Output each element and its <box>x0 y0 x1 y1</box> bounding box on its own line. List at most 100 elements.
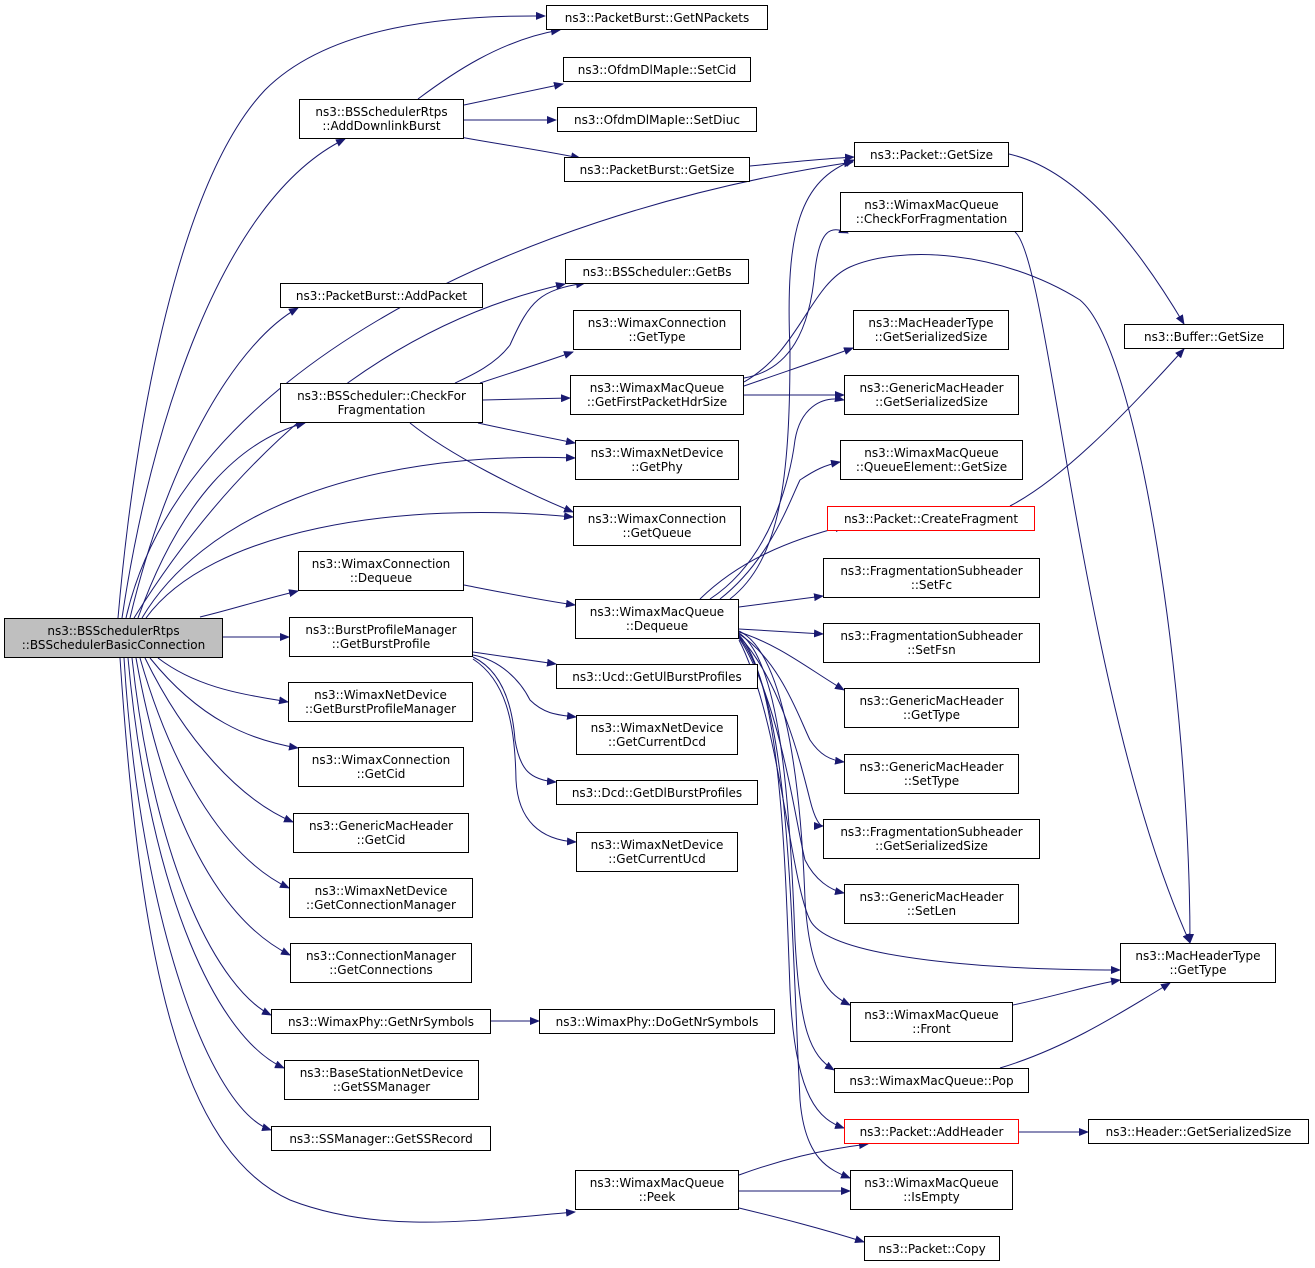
node-packet-copy[interactable]: ns3::Packet::Copy <box>864 1236 1000 1261</box>
node-gmh-set-type[interactable]: ns3::GenericMacHeader::SetType <box>844 754 1019 794</box>
call-edge <box>738 631 845 691</box>
call-edge <box>709 394 845 600</box>
node-wc-dequeue[interactable]: ns3::WimaxConnection::Dequeue <box>298 551 464 591</box>
node-mht-get-type[interactable]: ns3::MacHeaderType::GetType <box>1120 943 1276 983</box>
call-edge <box>121 138 346 619</box>
call-edge <box>1014 231 1191 944</box>
call-edge <box>145 511 574 619</box>
node-ofdm-set-diuc[interactable]: ns3::OfdmDlMapIe::SetDiuc <box>557 107 757 132</box>
call-edge <box>199 589 299 618</box>
node-fs-set-fc[interactable]: ns3::FragmentationSubheader::SetFc <box>823 558 1040 598</box>
call-edge <box>738 635 824 830</box>
node-wmq-dequeue[interactable]: ns3::WimaxMacQueue::Dequeue <box>575 599 739 639</box>
call-edge <box>738 1207 865 1244</box>
call-edge <box>125 159 854 619</box>
node-wmq-first-hdr-size[interactable]: ns3::WimaxMacQueue::GetFirstPacketHdrSiz… <box>570 375 744 415</box>
call-edge <box>738 636 851 1179</box>
node-wmq-peek[interactable]: ns3::WimaxMacQueue::Peek <box>575 1170 739 1210</box>
node-add-downlink-burst[interactable]: ns3::BSSchedulerRtps::AddDownlinkBurst <box>299 99 464 139</box>
call-edge <box>1012 977 1121 1006</box>
node-root: ns3::BSSchedulerRtps::BSSchedulerBasicCo… <box>4 618 223 658</box>
node-wc-get-type[interactable]: ns3::WimaxConnection::GetType <box>573 310 741 350</box>
node-buffer-get-size[interactable]: ns3::Buffer::GetSize <box>1124 324 1284 349</box>
node-bsnd-get-ss-manager[interactable]: ns3::BaseStationNetDevice::GetSSManager <box>284 1060 479 1100</box>
node-wnd-get-phy[interactable]: ns3::WimaxNetDevice::GetPhy <box>575 440 739 480</box>
call-edge <box>129 307 299 619</box>
call-edge <box>409 422 574 513</box>
node-wc-get-cid[interactable]: ns3::WimaxConnection::GetCid <box>298 747 464 787</box>
call-edge <box>119 657 576 1223</box>
node-wc-get-queue[interactable]: ns3::WimaxConnection::GetQueue <box>573 506 741 546</box>
node-packet-add-header[interactable]: ns3::Packet::AddHeader <box>844 1119 1019 1144</box>
call-edge <box>482 394 571 403</box>
node-bs-get-bs[interactable]: ns3::BSScheduler::GetBs <box>565 259 749 284</box>
node-wnd-current-dcd[interactable]: ns3::WimaxNetDevice::GetCurrentDcd <box>576 715 738 755</box>
call-edge <box>719 459 841 600</box>
node-wmq-is-empty[interactable]: ns3::WimaxMacQueue::IsEmpty <box>850 1170 1013 1210</box>
call-edge <box>479 351 574 384</box>
call-edge <box>141 453 576 619</box>
call-edge <box>738 632 835 1071</box>
call-edge <box>699 524 845 600</box>
call-edge <box>144 657 294 823</box>
node-pb-get-size[interactable]: ns3::PacketBurst::GetSize <box>564 157 750 182</box>
call-edge <box>417 27 561 100</box>
call-edge <box>738 593 824 608</box>
node-wnd-current-ucd[interactable]: ns3::WimaxNetDevice::GetCurrentUcd <box>576 832 738 872</box>
call-edge <box>729 159 855 600</box>
call-edge <box>463 81 564 106</box>
node-wnd-get-bpm[interactable]: ns3::WimaxNetDevice::GetBurstProfileMana… <box>288 682 473 722</box>
node-wnd-get-conn-mgr[interactable]: ns3::WimaxNetDevice::GetConnectionManage… <box>289 878 473 918</box>
node-wmq-qe-get-size[interactable]: ns3::WimaxMacQueue::QueueElement::GetSiz… <box>840 440 1023 480</box>
call-edge <box>472 656 557 786</box>
node-wp-get-nr-symbols[interactable]: ns3::WimaxPhy::GetNrSymbols <box>271 1009 491 1034</box>
node-wmq-check-frag[interactable]: ns3::WimaxMacQueue::CheckForFragmentatio… <box>840 192 1023 232</box>
node-ssm-get-ss-record[interactable]: ns3::SSManager::GetSSRecord <box>271 1126 491 1151</box>
call-edge <box>743 347 854 387</box>
call-edge <box>1009 348 1185 507</box>
call-edge <box>454 280 586 384</box>
call-edge <box>738 633 845 765</box>
node-wmq-pop[interactable]: ns3::WimaxMacQueue::Pop <box>834 1068 1029 1093</box>
call-edge <box>454 135 581 161</box>
call-edge <box>131 657 272 1016</box>
node-ucd-get-ul[interactable]: ns3::Ucd::GetUlBurstProfiles <box>556 664 758 689</box>
node-gmh-get-type[interactable]: ns3::GenericMacHeader::GetType <box>844 688 1019 728</box>
node-gmh-get-serialized-size[interactable]: ns3::GenericMacHeader::GetSerializedSize <box>844 375 1019 415</box>
node-fs-set-fsn[interactable]: ns3::FragmentationSubheader::SetFsn <box>823 623 1040 663</box>
call-edge <box>477 422 576 446</box>
node-pb-add-packet[interactable]: ns3::PacketBurst::AddPacket <box>280 283 483 308</box>
node-pb-get-n-packets[interactable]: ns3::PacketBurst::GetNPackets <box>546 5 768 30</box>
call-edge <box>137 421 306 619</box>
call-edge <box>738 628 824 638</box>
call-edge <box>127 657 285 1069</box>
node-packet-create-fragment[interactable]: ns3::Packet::CreateFragment <box>827 506 1035 531</box>
call-edge <box>123 657 272 1131</box>
call-edge <box>463 584 576 608</box>
call-edge <box>135 657 291 956</box>
node-header-get-serialized-size[interactable]: ns3::Header::GetSerializedSize <box>1088 1119 1309 1144</box>
node-wmq-front[interactable]: ns3::WimaxMacQueue::Front <box>850 1002 1013 1042</box>
call-edge <box>157 657 289 705</box>
call-edge <box>139 657 290 889</box>
call-edge <box>999 982 1171 1069</box>
call-edge <box>738 1141 869 1176</box>
call-edge <box>738 630 851 1006</box>
node-dcd-get-dl[interactable]: ns3::Dcd::GetDlBurstProfiles <box>556 780 758 805</box>
call-edge <box>472 658 577 846</box>
node-cm-get-connections[interactable]: ns3::ConnectionManager::GetConnections <box>290 943 472 983</box>
node-gmh-get-cid[interactable]: ns3::GenericMacHeader::GetCid <box>293 813 469 853</box>
node-fs-get-serialized-size[interactable]: ns3::FragmentationSubheader::GetSerializ… <box>823 819 1040 859</box>
node-packet-get-size[interactable]: ns3::Packet::GetSize <box>854 142 1009 167</box>
call-edge <box>117 11 546 619</box>
call-edge <box>149 657 299 751</box>
node-bpm-get-burst-profile[interactable]: ns3::BurstProfileManager::GetBurstProfil… <box>289 617 473 657</box>
node-wp-do-get-nr-symbols[interactable]: ns3::WimaxPhy::DoGetNrSymbols <box>539 1009 775 1034</box>
node-mht-get-serialized-size[interactable]: ns3::MacHeaderType::GetSerializedSize <box>853 310 1009 350</box>
node-ofdm-set-cid[interactable]: ns3::OfdmDlMapIe::SetCid <box>563 57 751 82</box>
call-edge <box>1008 153 1185 325</box>
node-gmh-set-len[interactable]: ns3::GenericMacHeader::SetLen <box>844 884 1019 924</box>
call-edge <box>738 639 1121 974</box>
